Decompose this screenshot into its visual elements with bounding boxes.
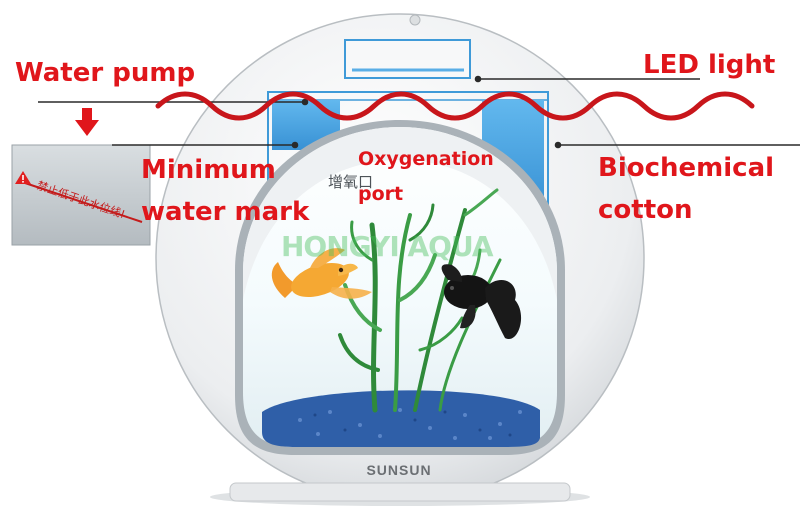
- oxygenation-port-marking: 增氧口: [328, 173, 374, 191]
- red-wave-line: [155, 91, 755, 121]
- red-down-arrow: [75, 108, 99, 136]
- label-water-pump: Water pump: [15, 58, 196, 88]
- warning-sticker: [11, 144, 151, 246]
- label-led-light: LED light: [643, 50, 776, 80]
- brand-logo-text: SUNSUN: [366, 462, 432, 478]
- label-minimum-line1: Minimum: [141, 155, 276, 185]
- label-biochemical-line2: cotton: [598, 195, 693, 225]
- label-oxygenation-line1: Oxygenation: [358, 148, 494, 170]
- label-biochemical-line1: Biochemical: [598, 153, 775, 183]
- leader-lines: [38, 75, 800, 149]
- black-fish: [441, 264, 522, 340]
- goldfish: [271, 248, 372, 299]
- watermark-text: HONGYI AQUA: [281, 230, 493, 263]
- led-light-housing: [344, 39, 471, 79]
- warning-triangle-icon: [15, 171, 31, 184]
- label-minimum-line2: water mark: [141, 197, 310, 227]
- aquatic-plants: [338, 188, 502, 413]
- label-oxygenation-line2: port: [358, 183, 404, 205]
